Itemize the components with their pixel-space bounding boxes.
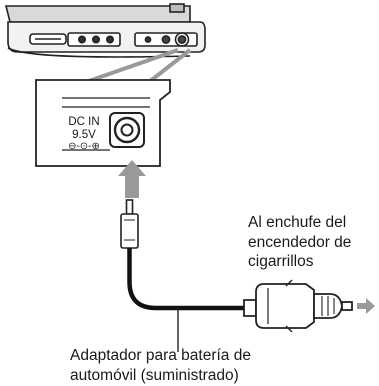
dc-jack-icon: [109, 112, 145, 148]
car-adapter-icon: [243, 279, 353, 333]
voltage-text: 9.5V: [72, 128, 96, 141]
dvd-player-icon: [4, 3, 206, 58]
dc-in-text: DC IN: [68, 116, 100, 128]
dc-plug-icon: [120, 199, 139, 249]
destination-line-3: cigarrillos: [248, 253, 314, 270]
polarity-symbol: ⊖-⊙-⊕: [68, 141, 100, 152]
dc-in-label: DC IN 9.5V ⊖-⊙-⊕: [60, 116, 108, 154]
adapter-cable: [127, 248, 246, 311]
adapter-line-2: automóvil (suministrado): [70, 366, 239, 384]
insert-arrow-icon: [118, 160, 146, 198]
destination-label: Al enchufe del encendedor de cigarrillos: [248, 213, 351, 272]
destination-line-1: Al enchufe del: [248, 214, 347, 231]
adapter-line-1: Adaptador para batería de: [70, 347, 251, 364]
callout-zoom-icon: [85, 48, 192, 84]
destination-line-2: encendedor de: [248, 233, 352, 251]
adapter-label: Adaptador para batería de automóvil (sum…: [70, 346, 251, 385]
direction-arrow-icon: [357, 298, 375, 314]
